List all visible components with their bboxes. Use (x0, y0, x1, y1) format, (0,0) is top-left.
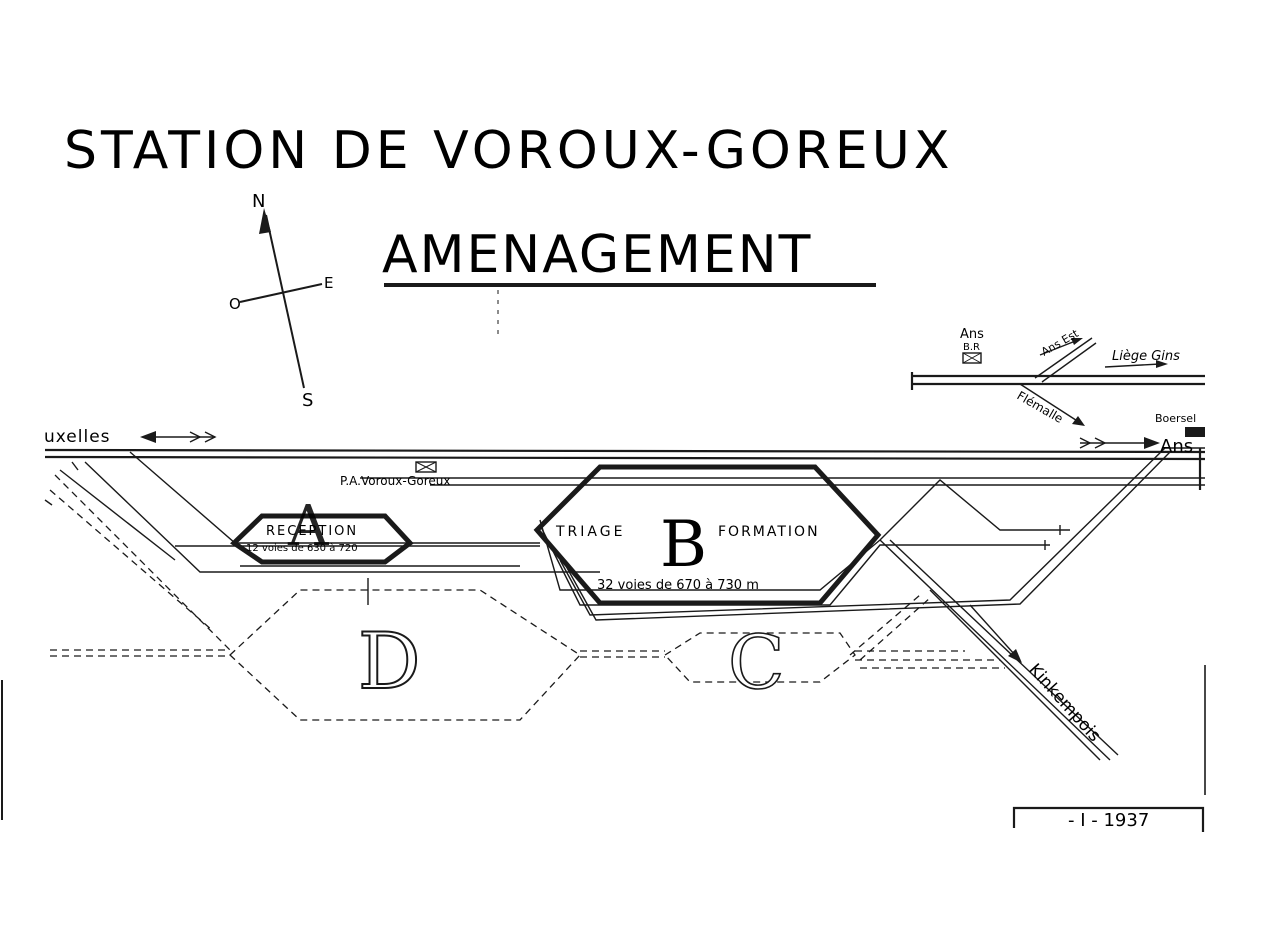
yard-c-outline (663, 632, 856, 683)
yard-b-right: FORMATION (718, 524, 820, 540)
yard-b-detail: 32 voies de 670 à 730 m (597, 578, 759, 593)
dashed-yards (49, 474, 1005, 721)
yard-a: A RECEPTION 12 voies de 630 à 720 (230, 494, 414, 565)
yard-d-letter: D (358, 617, 421, 707)
north-arrow-icon (259, 208, 271, 234)
direction-arrows (140, 431, 1160, 663)
date-box: - I - 1937 (1012, 806, 1205, 832)
yard-c-letter: C (728, 620, 785, 706)
yard-a-letter: A (287, 494, 329, 559)
label-flemalle: Flémalle (1015, 388, 1066, 425)
yard-b: B TRIAGE FORMATION 32 voies de 670 à 730… (533, 464, 882, 606)
yard-b-letter: B (660, 508, 707, 582)
label-bruxelles: uxelles (44, 427, 111, 447)
yard-b-left: TRIAGE (555, 524, 625, 540)
label-ans: Ans (1160, 436, 1193, 457)
label-kinkempois: Kinkempois (1024, 660, 1104, 746)
label-ans-br: Ans (960, 327, 984, 342)
label-liege: Liège Gins (1112, 349, 1180, 364)
pa-marker-icon (415, 461, 437, 473)
title: STATION DE VOROUX-GOREUX (64, 121, 953, 181)
arrow-diagonal-icon (1008, 649, 1022, 663)
compass-west: O (229, 295, 241, 313)
compass-north: N (252, 191, 265, 212)
yard-a-name: RECEPTION (266, 524, 358, 539)
date-text: - I - 1937 (1068, 810, 1149, 831)
main-lines (44, 447, 1206, 761)
compass-south: S (302, 390, 313, 411)
junction-sketch (910, 337, 1205, 437)
compass-rose: N S E O (229, 191, 333, 411)
arrow-left-icon (140, 431, 156, 443)
label-boersel: Boersel (1155, 412, 1196, 425)
label-pa: P.A.Voroux-Goreux (340, 474, 451, 488)
compass-east: E (324, 274, 333, 292)
subtitle: AMENAGEMENT (382, 225, 812, 285)
arrow-right-icon (1144, 437, 1160, 449)
yard-a-detail: 12 voies de 630 à 720 (246, 542, 358, 554)
label-ans-br-sub: B.R (963, 342, 980, 353)
